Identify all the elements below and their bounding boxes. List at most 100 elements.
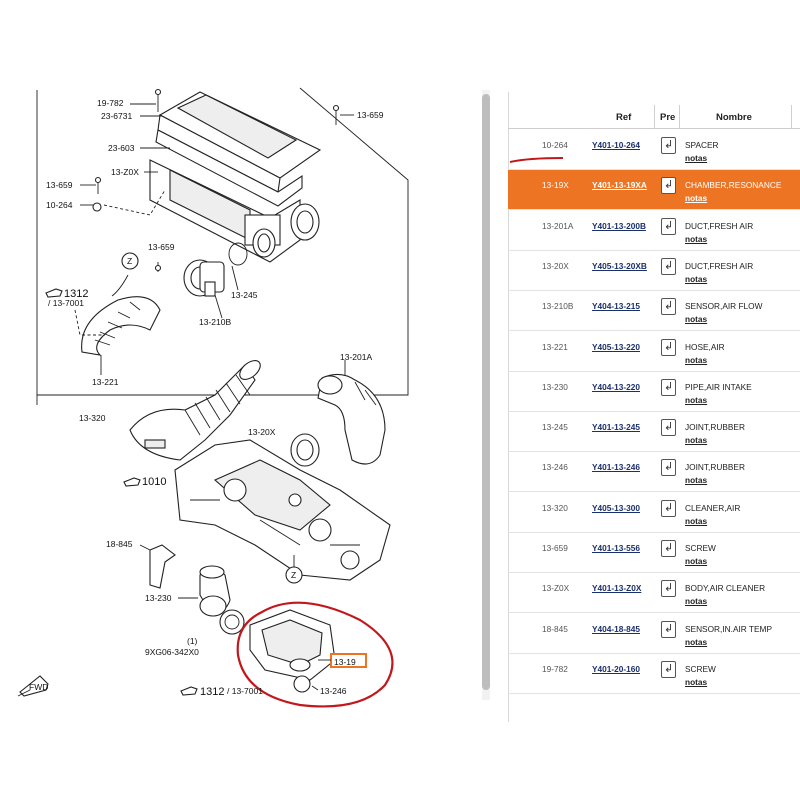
notas-link[interactable]: notas <box>685 193 708 204</box>
label-1312[interactable]: 1312 <box>200 686 224 698</box>
return-arrow-icon[interactable] <box>661 419 676 437</box>
return-arrow-icon[interactable] <box>661 298 676 316</box>
return-arrow-icon[interactable] <box>661 177 676 195</box>
part-name: DUCT,FRESH AIR <box>685 220 754 231</box>
notas-link[interactable]: notas <box>685 273 708 284</box>
return-arrow-icon[interactable] <box>661 217 676 235</box>
scrollbar-thumb[interactable] <box>482 94 490 690</box>
label-9XG06-342X0[interactable]: 9XG06-342X0 <box>145 647 199 657</box>
label-23-6731[interactable]: 23-6731 <box>101 111 132 121</box>
label-13-201A[interactable]: 13-201A <box>340 352 372 362</box>
part-ref-link[interactable]: Y401-13-200B <box>592 220 646 231</box>
label-13-7001[interactable]: / 13-7001 <box>227 686 263 696</box>
return-arrow-icon[interactable] <box>661 459 676 477</box>
label-13-659[interactable]: 13-659 <box>148 242 175 252</box>
notas-link[interactable]: notas <box>685 556 708 566</box>
part-ref-link[interactable]: Y401-13-556 <box>592 543 640 553</box>
notas-link[interactable]: notas <box>685 314 708 325</box>
label-13-320[interactable]: 13-320 <box>79 413 106 423</box>
part-name: SENSOR,IN.AIR TEMP <box>685 623 772 634</box>
label-13-7001[interactable]: / 13-7001 <box>48 298 84 308</box>
return-arrow-icon[interactable] <box>661 660 676 678</box>
z-marker-circle <box>121 252 139 270</box>
notas-link[interactable]: notas <box>685 596 708 607</box>
label-13-19X[interactable]: 13-19 <box>334 657 356 667</box>
label-23-603[interactable]: 23-603 <box>108 143 135 153</box>
return-arrow-icon[interactable] <box>661 257 676 275</box>
return-arrow-icon[interactable] <box>661 137 676 154</box>
label-13-210B[interactable]: 13-210B <box>199 317 231 327</box>
return-arrow-icon[interactable] <box>661 540 676 557</box>
label-13-245[interactable]: 13-245 <box>231 290 258 300</box>
part-ref-link[interactable]: Y401-13-Z0X <box>592 583 642 594</box>
red-annotation-underline <box>509 157 564 163</box>
notas-link[interactable]: notas <box>685 153 708 163</box>
notas-link[interactable]: notas <box>685 636 708 647</box>
label-13-Z0X[interactable]: 13-Z0X <box>111 167 139 177</box>
part-ref-link[interactable]: Y404-18-845 <box>592 623 640 634</box>
label-13-659[interactable]: 13-659 <box>357 110 384 120</box>
label-13-20X[interactable]: 13-20X <box>248 427 276 437</box>
part-ref-link[interactable]: Y401-13-246 <box>592 462 640 473</box>
return-arrow-icon[interactable] <box>661 378 676 396</box>
resonance-chamber-13-19X <box>249 609 336 693</box>
label-13-221[interactable]: 13-221 <box>92 377 119 387</box>
label-10-264[interactable]: 10-264 <box>46 200 73 210</box>
label-13-246[interactable]: 13-246 <box>320 686 347 696</box>
part-ref-link[interactable]: Y405-13-300 <box>592 502 640 513</box>
table-row[interactable]: 18-845 Y404-18-845 SENSOR,IN.AIR TEMP notas <box>508 614 800 654</box>
highlighted-callout-box[interactable] <box>330 653 367 668</box>
part-code: 18-845 <box>542 623 568 634</box>
air-intake-pipe <box>178 565 245 635</box>
notas-link[interactable]: notas <box>685 676 708 687</box>
intake-manifold-cover <box>174 439 391 581</box>
return-arrow-icon[interactable] <box>661 580 676 598</box>
part-code: 13-230 <box>542 381 568 392</box>
return-arrow-icon[interactable] <box>661 338 676 356</box>
part-ref-link[interactable]: Y401-10-264 <box>592 140 640 150</box>
label-19-782[interactable]: 19-782 <box>97 98 124 108</box>
part-code: 13-659 <box>542 543 568 553</box>
part-ref-link[interactable]: Y401-13-245 <box>592 422 640 433</box>
notas-link[interactable]: notas <box>685 354 708 365</box>
notas-link[interactable]: notas <box>685 435 708 446</box>
label-13-659[interactable]: 13-659 <box>46 180 73 190</box>
part-ref-link[interactable]: Y401-13-19XA <box>592 180 647 191</box>
hand-pointer-icon[interactable] <box>45 288 63 298</box>
return-arrow-icon[interactable] <box>661 499 676 517</box>
hand-pointer-icon[interactable] <box>123 477 141 487</box>
notas-link[interactable]: notas <box>685 475 708 486</box>
part-code: 13-210B <box>542 301 574 312</box>
label-1010[interactable]: 1010 <box>142 476 166 488</box>
part-ref-link[interactable]: Y401-20-160 <box>592 663 640 674</box>
z-marker-label: Z <box>291 570 296 580</box>
part-ref-link[interactable]: Y405-13-20XB <box>592 260 647 271</box>
part-ref-link[interactable]: Y405-13-220 <box>592 341 640 352</box>
notas-link[interactable]: notas <box>685 233 708 244</box>
label-1312[interactable]: 1312 <box>64 288 88 300</box>
notas-link[interactable]: notas <box>685 394 708 405</box>
header-pre[interactable]: Pre <box>660 112 676 123</box>
hand-pointer-icon[interactable] <box>180 686 198 696</box>
return-arrow-icon[interactable] <box>661 620 676 638</box>
header-nombre[interactable]: Nombre <box>716 112 752 123</box>
part-ref-link[interactable]: Y404-13-220 <box>592 381 640 392</box>
header-ref[interactable]: Ref <box>616 112 632 123</box>
part-ref-link[interactable]: Y404-13-215 <box>592 301 640 312</box>
label-13-230[interactable]: 13-230 <box>145 593 172 603</box>
notas-link[interactable]: notas <box>685 515 708 526</box>
label-18-845[interactable]: 18-845 <box>106 539 133 549</box>
